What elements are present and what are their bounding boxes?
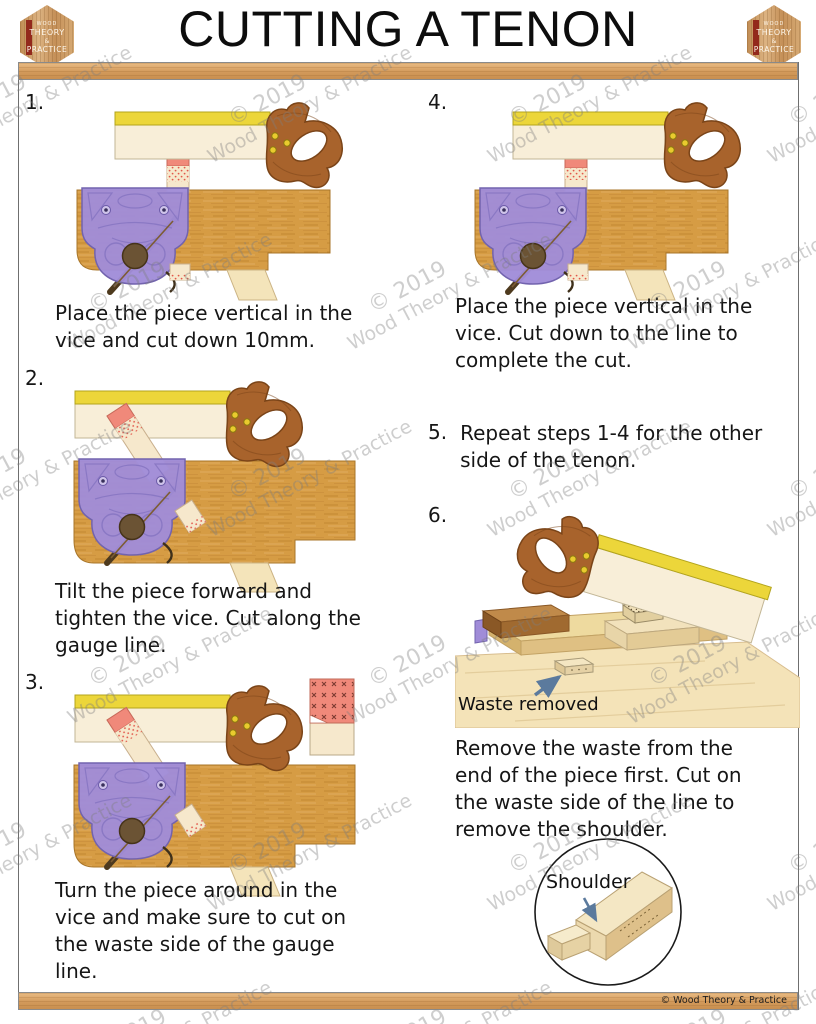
bench-leg [229,866,281,897]
step-2-illustration [73,368,356,593]
step-2-caption: Tilt the piece forward and tighten the v… [55,579,361,657]
backsaw [75,686,302,771]
step-5: 5. Repeat steps 1-4 for the other side o… [428,420,805,474]
logo-red-stripe [26,20,32,55]
wood-bar-top [18,62,798,80]
step-1-caption: Place the piece vertical in the vice and… [55,301,353,352]
step-2-number: 2. [25,366,45,390]
step-3-caption: Turn the piece around in the vice and ma… [55,878,347,983]
backsaw [115,103,342,188]
step-1-illustration [76,88,355,301]
logo-text: WOOD THEORY & PRACTICE [753,21,795,55]
logo-text: WOOD THEORY & PRACTICE [26,21,68,55]
wood-bar-bottom: © Wood Theory & Practice [18,992,798,1010]
step-6-caption: Remove the waste from the end of the pie… [455,736,742,841]
backsaw-angled [506,503,772,644]
shoulder-label: Shoulder [546,871,631,893]
content-frame [18,62,799,1010]
waste-removed-label: Waste removed [458,694,599,715]
step-3-number: 3. [25,670,45,694]
waste-arrow [533,674,562,698]
step-4-number: 4. [428,90,448,114]
waste-piece [553,657,595,676]
step-4-illustration [474,88,753,301]
waste-side-inset [309,678,355,756]
step-5-caption: Repeat steps 1-4 for the other side of t… [460,421,763,472]
bench-leg [624,269,676,301]
bench-leg [229,562,281,593]
bench-surface [455,641,800,728]
backsaw [75,382,302,467]
tenon-drawing [546,871,673,961]
step-5-number: 5. [428,420,448,444]
workpiece-bottom-stub [169,263,191,281]
copyright-text: © Wood Theory & Practice [660,995,787,1006]
step-4-caption: Place the piece vertical in the vice. Cu… [455,294,753,372]
logo-red-stripe [753,20,759,55]
workpiece-bottom-stub [174,803,207,838]
backsaw [513,103,740,188]
workpiece-bottom-stub [567,263,589,281]
bench-leg [226,269,278,301]
step-3-illustration [73,678,356,897]
page-title: CUTTING A TENON [178,1,638,57]
step-1-number: 1. [25,90,45,114]
step-6-number: 6. [428,503,448,527]
workpiece-vertical [564,153,588,193]
shoulder-arrow [581,897,598,923]
workpiece-bottom-stub [174,499,207,534]
shoulder-detail-circle [534,838,682,986]
step-6-illustration [455,503,800,728]
workpiece-vertical [166,153,190,193]
